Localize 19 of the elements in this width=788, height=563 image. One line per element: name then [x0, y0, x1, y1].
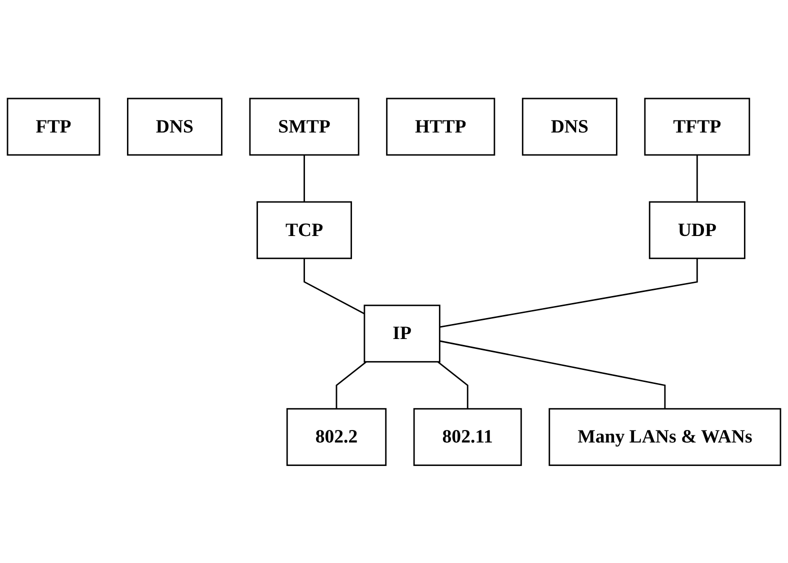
- node-box: Many LANs & WANs: [548, 408, 782, 466]
- node-box: IP: [364, 304, 440, 362]
- node-box: 802.2: [286, 408, 387, 466]
- node-box: TCP: [256, 200, 352, 259]
- node-box: TFTP: [644, 97, 750, 156]
- node-box: DNS: [522, 97, 618, 156]
- connector: [304, 154, 305, 202]
- connector: [440, 258, 698, 328]
- connector: [437, 360, 468, 408]
- node-box: FTP: [6, 97, 100, 156]
- node-box: 802.11: [413, 408, 522, 466]
- connector: [696, 154, 698, 202]
- node-box: UDP: [648, 200, 746, 259]
- node-box: HTTP: [386, 97, 496, 156]
- connector: [336, 360, 367, 408]
- connector: [440, 340, 666, 408]
- connector: [304, 258, 365, 314]
- node-box: DNS: [126, 97, 222, 156]
- node-box: SMTP: [249, 97, 360, 156]
